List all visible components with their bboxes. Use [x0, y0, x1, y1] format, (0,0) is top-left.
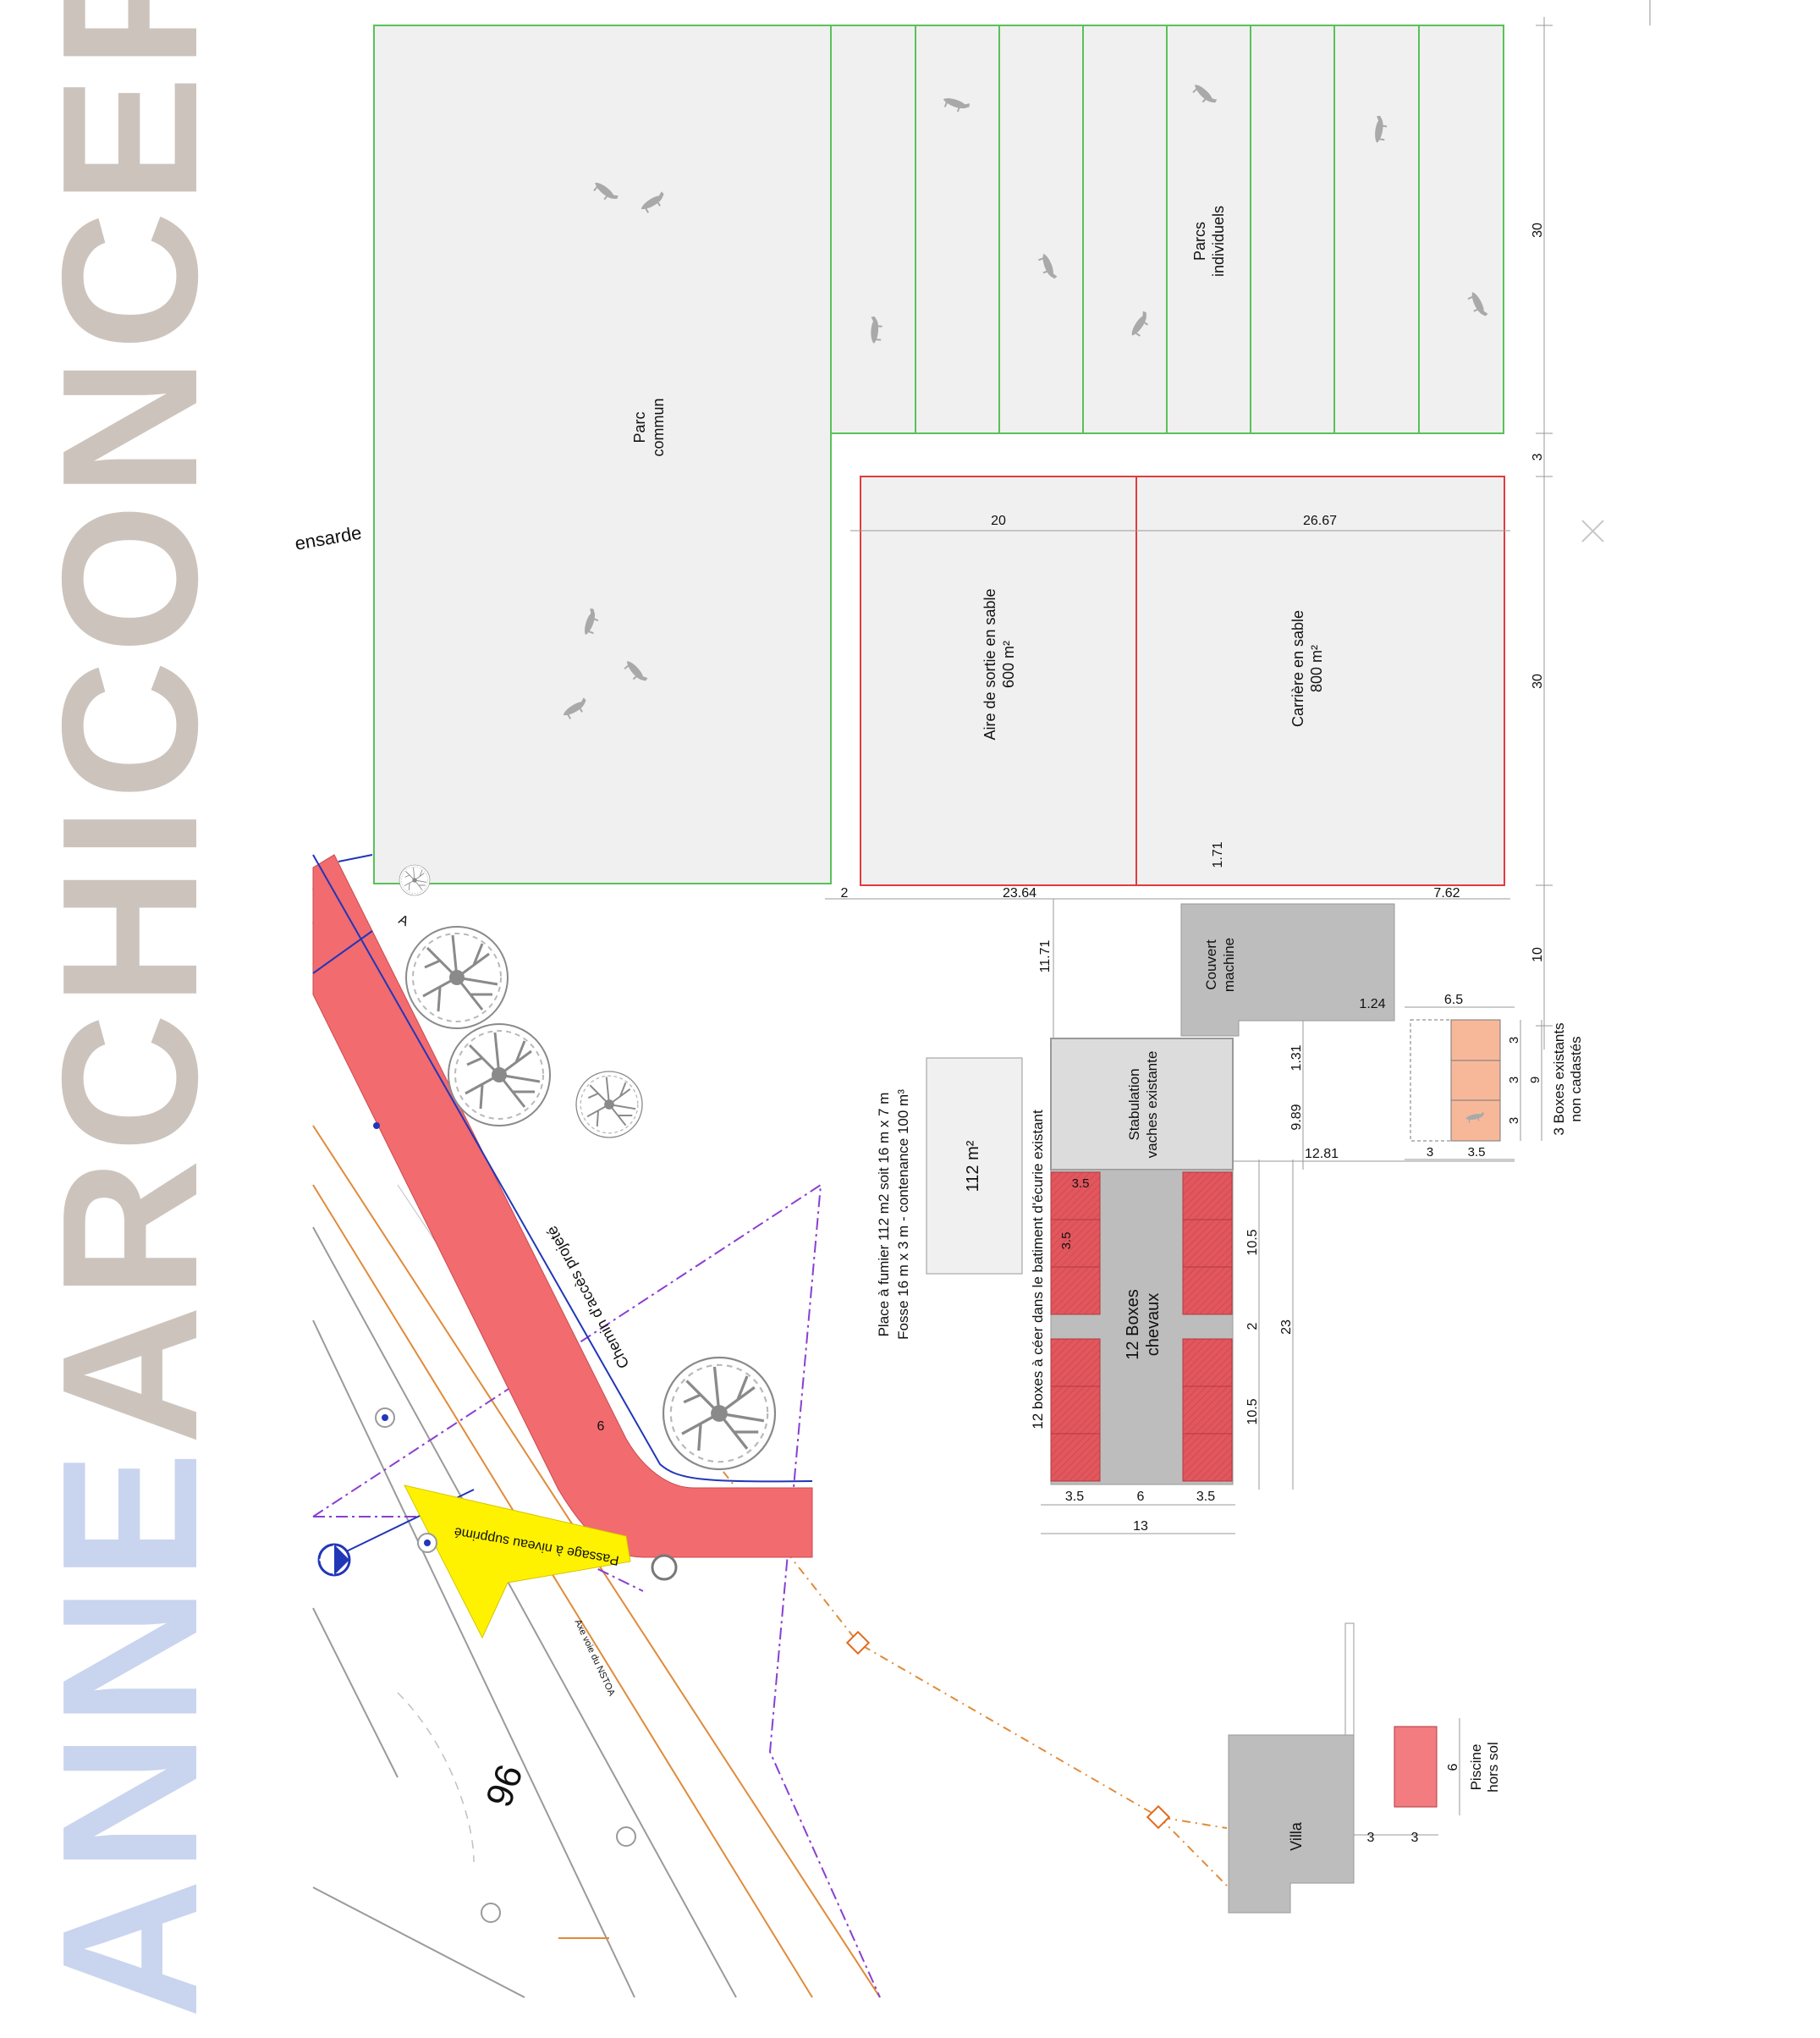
passage-niveau — [404, 1484, 631, 1639]
width-13: 13 — [1133, 1519, 1148, 1534]
dim-124: 1.24 — [1359, 997, 1385, 1011]
box-existant-dim-3d: 3 — [1427, 1145, 1433, 1159]
dim-top-2667: 26.67 — [1303, 514, 1337, 528]
box-existant-dim-3a: 3 — [1507, 1037, 1521, 1044]
chemin-acces[interactable] — [312, 854, 813, 1558]
dim-2364: 23.64 — [1003, 886, 1036, 901]
villa-label: Villa — [1288, 1821, 1305, 1851]
width-35b: 3.5 — [1196, 1490, 1215, 1504]
place-fumier — [926, 1057, 1023, 1275]
piscine — [1394, 1726, 1438, 1808]
stabulation-building — [1050, 1038, 1234, 1170]
brand-dark: ARCHICONCEPT — [23, 0, 238, 1445]
dim-105a: 10.5 — [1245, 1229, 1260, 1255]
dim-65: 6.5 — [1444, 993, 1463, 1007]
width-6: 6 — [1137, 1490, 1145, 1504]
horse-boxes — [1050, 1171, 1233, 1482]
section-marker-a: A — [396, 912, 410, 929]
axe-label: Axe voie du NSTOA — [573, 1618, 618, 1699]
road-width-label: 6 — [597, 1419, 605, 1434]
dim-23: 23 — [1279, 1319, 1294, 1335]
box-existant-dim-3c: 3 — [1507, 1117, 1521, 1124]
boxes-existants-label: 3 Boxes existantsnon cadastés — [1551, 1022, 1584, 1135]
dim-171: 1.71 — [1211, 841, 1225, 868]
dim-131: 1.31 — [1289, 1044, 1304, 1071]
box-existant-dim-35: 3.5 — [1468, 1145, 1486, 1159]
boxes-note: 12 boxes à céer dans le batiment d'écuri… — [1030, 1110, 1046, 1429]
piscine-label: Piscinehors sol — [1468, 1742, 1501, 1793]
piscine-dim-6: 6 — [1446, 1763, 1460, 1771]
boxes-existants — [1450, 1019, 1501, 1142]
brand-logo: ANNEARCHICONCEPT — [23, 0, 238, 2019]
dim-right-10: 10 — [1531, 947, 1545, 962]
dim-2: 2 — [841, 886, 849, 901]
road-number: 96 — [478, 1760, 531, 1813]
cross-mark — [1581, 520, 1604, 543]
dim-right-30a: 30 — [1531, 223, 1545, 238]
villa-dim-3a: 3 — [1367, 1831, 1375, 1845]
dim-989: 9.89 — [1289, 1104, 1304, 1130]
dim-1171: 11.71 — [1038, 939, 1053, 972]
couvert-machine-building — [1180, 903, 1395, 1037]
box-existant-dim-3b: 3 — [1507, 1077, 1521, 1083]
place-fumier-area-label: 112 m² — [964, 1140, 982, 1192]
carriere-area — [1135, 476, 1505, 886]
villa-terrace — [1344, 1622, 1355, 1736]
dim-right-3: 3 — [1531, 453, 1545, 460]
parcs-dividers — [915, 25, 1420, 433]
dim-top-20: 20 — [991, 514, 1006, 528]
box-existant-dim-9: 9 — [1528, 1077, 1542, 1083]
dim-right-30b: 30 — [1531, 674, 1545, 689]
dim-105b: 10.5 — [1245, 1398, 1260, 1424]
mansarde-label: ensarde — [294, 521, 364, 554]
parc-commun-area — [373, 25, 832, 884]
brand-light: ANNE — [23, 1445, 238, 2019]
aire-sortie-area — [860, 476, 1137, 886]
box-dim-35b: 3.5 — [1059, 1232, 1074, 1250]
sewer-line — [710, 1455, 1228, 1887]
dim-762: 7.62 — [1433, 886, 1460, 901]
villa-dim-3b: 3 — [1411, 1831, 1419, 1845]
dim-2b: 2 — [1245, 1322, 1260, 1330]
width-35a: 3.5 — [1065, 1490, 1084, 1504]
dim-1281: 12.81 — [1305, 1147, 1339, 1161]
utility-markers — [375, 1407, 678, 1923]
box-dim-35a: 3.5 — [1072, 1176, 1090, 1191]
